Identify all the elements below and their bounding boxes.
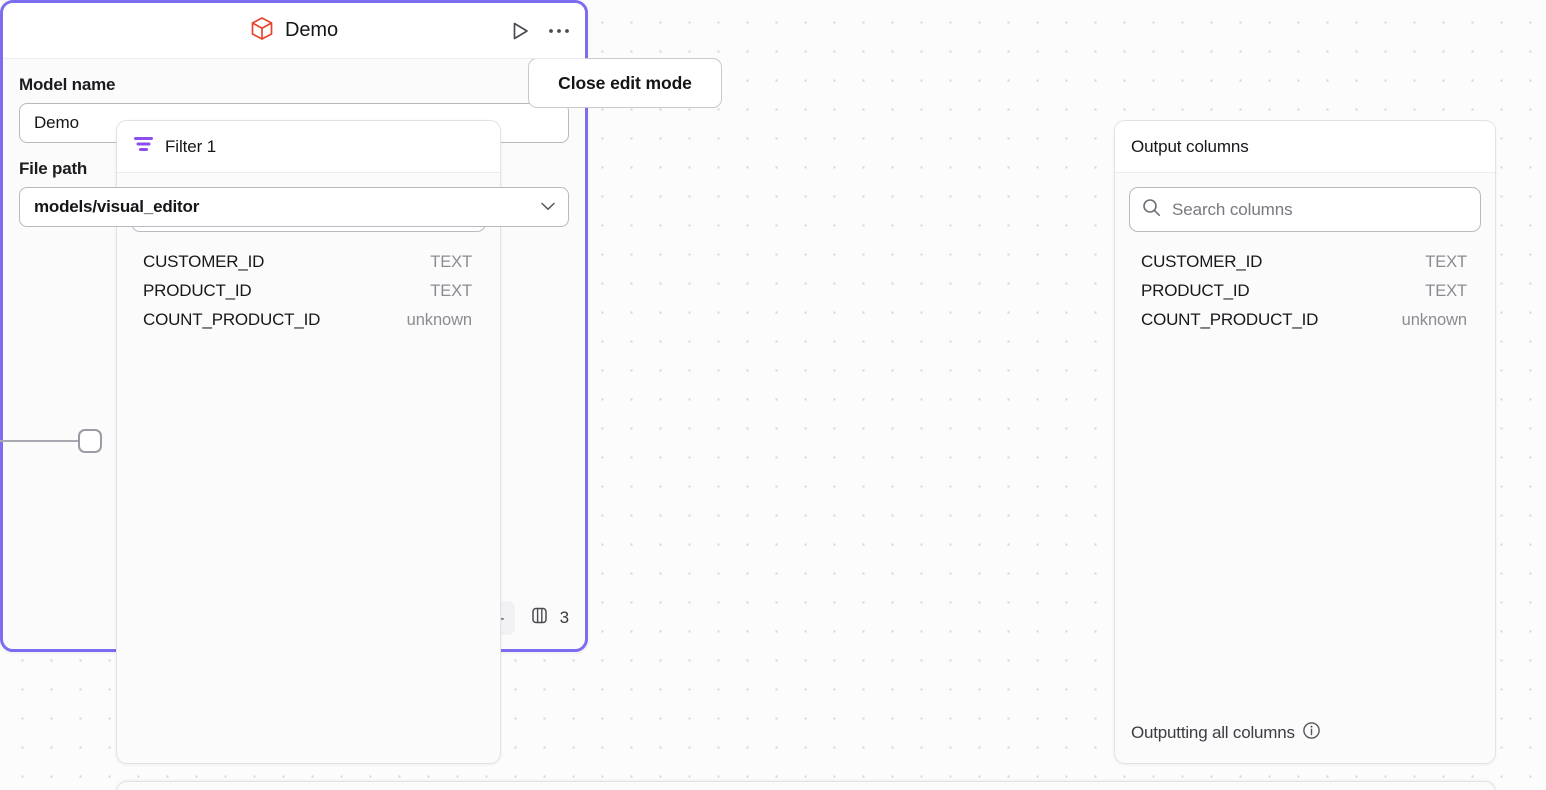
connection-handle[interactable]: [78, 429, 102, 453]
column-count-stat[interactable]: 3: [529, 606, 571, 630]
play-icon[interactable]: [509, 20, 531, 42]
model-panel-header: Demo: [3, 3, 585, 59]
column-type: TEXT: [1425, 253, 1467, 271]
column-name: COUNT_PRODUCT_ID: [1141, 310, 1319, 329]
filter-panel-body: CUSTOMER_ID TEXT PRODUCT_ID TEXT COUNT_P…: [117, 173, 500, 763]
output-panel-body: CUSTOMER_ID TEXT PRODUCT_ID TEXT COUNT_P…: [1115, 173, 1495, 721]
column-type: unknown: [1401, 311, 1467, 329]
connector-edge: [0, 440, 80, 442]
model-title-wrap: Demo: [250, 16, 338, 46]
output-panel-footer: Outputting all columns: [1115, 721, 1495, 763]
output-search-field[interactable]: [1129, 187, 1481, 232]
output-footer-text: Outputting all columns: [1131, 723, 1295, 742]
column-name: PRODUCT_ID: [143, 281, 252, 300]
column-count-value: 3: [559, 608, 569, 627]
filter-column-list: CUSTOMER_ID TEXT PRODUCT_ID TEXT COUNT_P…: [131, 250, 486, 749]
close-edit-mode-button[interactable]: Close edit mode: [528, 58, 722, 108]
output-column-list: CUSTOMER_ID TEXT PRODUCT_ID TEXT COUNT_P…: [1129, 250, 1481, 707]
filter-icon: [133, 135, 155, 158]
column-name: COUNT_PRODUCT_ID: [143, 310, 321, 329]
file-path-label: File path: [19, 159, 88, 178]
table-row[interactable]: PRODUCT_ID TEXT: [1129, 279, 1481, 303]
output-panel-title: Output columns: [1131, 136, 1249, 156]
cube-icon: [250, 16, 274, 46]
filter-panel-title: Filter 1: [165, 136, 217, 156]
file-path-value: models/visual_editor: [34, 197, 200, 216]
column-type: TEXT: [430, 282, 472, 300]
model-name-label: Model name: [19, 75, 116, 94]
table-row[interactable]: COUNT_PRODUCT_ID unknown: [131, 308, 486, 332]
table-row[interactable]: CUSTOMER_ID TEXT: [1129, 250, 1481, 274]
output-search-input[interactable]: [1172, 199, 1468, 220]
column-type: TEXT: [1425, 282, 1467, 300]
table-row[interactable]: CUSTOMER_ID TEXT: [131, 250, 486, 274]
filter-panel-header: Filter 1: [117, 121, 500, 173]
table-row[interactable]: COUNT_PRODUCT_ID unknown: [1129, 308, 1481, 332]
model-panel-title: Demo: [285, 19, 338, 41]
columns-icon: [529, 606, 550, 630]
ellipsis-icon[interactable]: [547, 27, 571, 35]
file-path-select[interactable]: models/visual_editor: [19, 187, 569, 227]
info-icon[interactable]: [1302, 721, 1321, 745]
column-name: CUSTOMER_ID: [1141, 252, 1263, 271]
column-name: CUSTOMER_ID: [143, 252, 265, 271]
chevron-down-icon: [541, 198, 555, 216]
column-type: unknown: [406, 311, 472, 329]
column-type: TEXT: [430, 253, 472, 271]
table-row[interactable]: PRODUCT_ID TEXT: [131, 279, 486, 303]
column-name: PRODUCT_ID: [1141, 281, 1250, 300]
search-icon: [1142, 198, 1161, 222]
model-header-actions: [509, 20, 571, 42]
output-columns-panel[interactable]: Output columns CUSTOMER_ID TEXT PROD: [1114, 120, 1496, 764]
output-panel-header: Output columns: [1115, 121, 1495, 173]
bottom-panel-partial[interactable]: [116, 781, 1496, 790]
filter-panel[interactable]: Filter 1 CUSTOMER_ID TEXT PRODUCT_ID: [116, 120, 501, 764]
